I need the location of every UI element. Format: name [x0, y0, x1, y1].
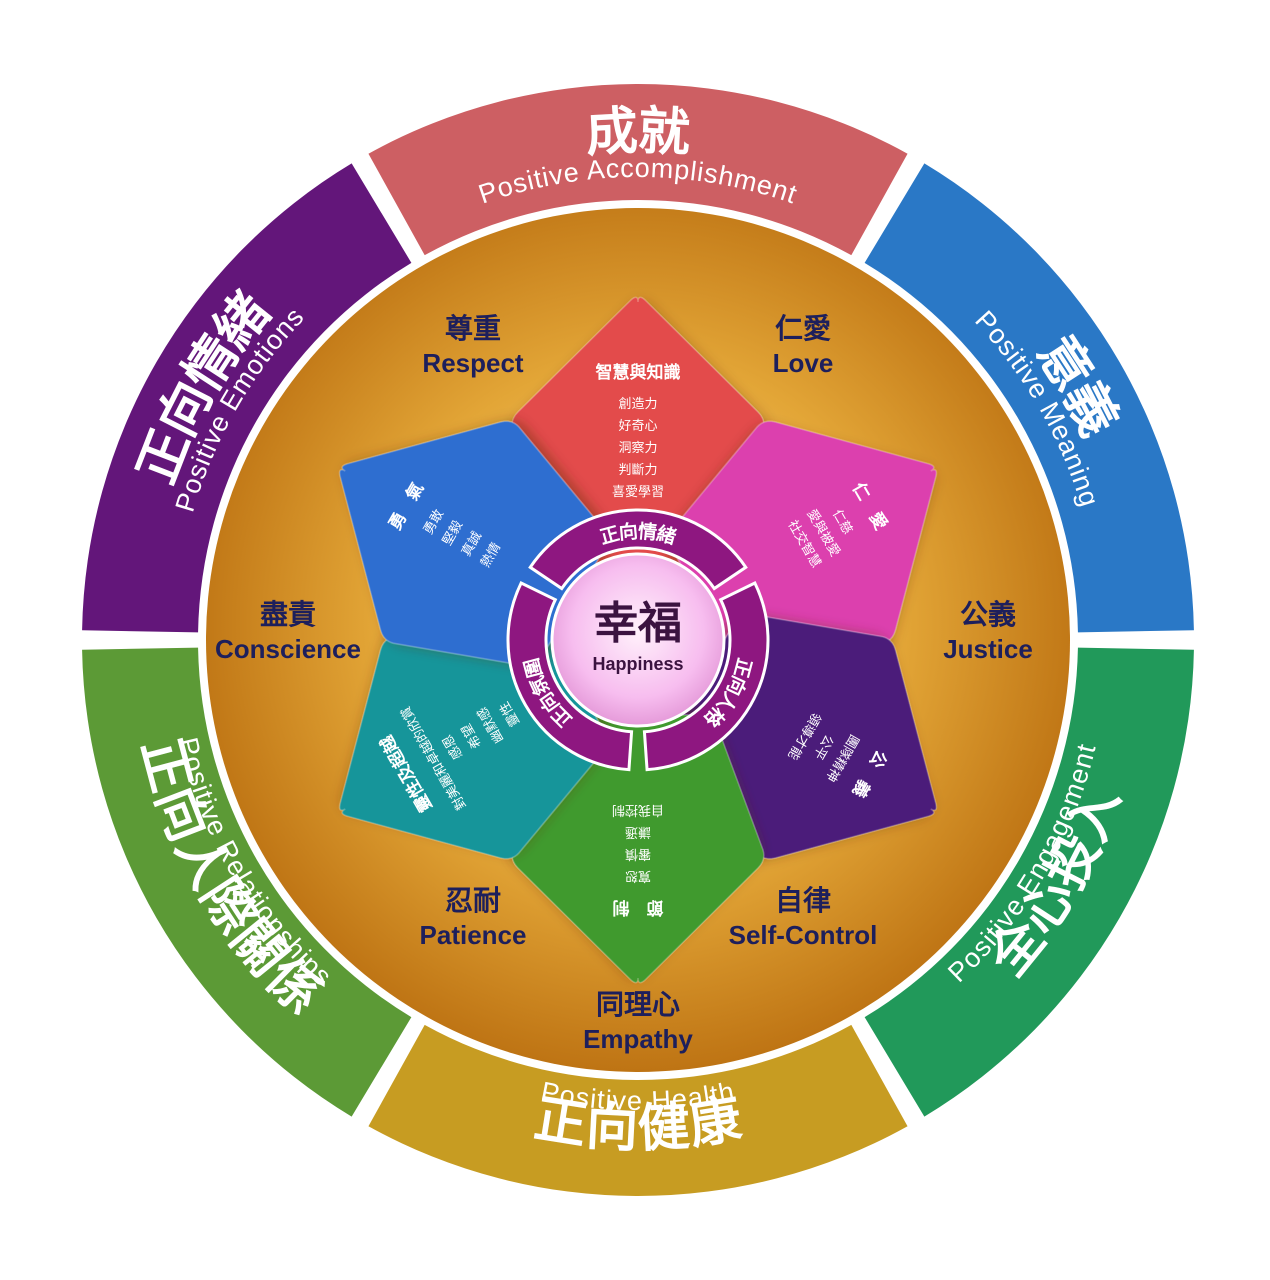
- petal-item: 自我控制: [612, 802, 664, 817]
- value-cn: 尊重: [445, 312, 501, 345]
- value-en: Respect: [422, 348, 523, 378]
- petal-item: 寬恕: [625, 868, 651, 884]
- value-en: Conscience: [215, 634, 361, 664]
- value-en: Empathy: [583, 1024, 693, 1054]
- petal-item: 審慎: [625, 846, 651, 861]
- hub-segment-1: [642, 581, 770, 772]
- ring-segment-2: [864, 647, 1194, 1117]
- hub-center: [550, 552, 726, 728]
- value-cn: 盡責: [260, 598, 316, 631]
- center-subtitle: Happiness: [592, 654, 683, 674]
- value-en: Love: [773, 348, 834, 378]
- petal-item: 謙遜: [625, 824, 651, 839]
- petal-item: 喜愛學習: [612, 485, 664, 500]
- value-cn: 仁愛: [775, 312, 831, 345]
- petal-title: 智慧與知識: [596, 362, 681, 383]
- petal-item: 創造力: [618, 397, 657, 412]
- ring-segment-5: [82, 163, 412, 633]
- center-title: 幸福: [594, 598, 682, 649]
- value-cn: 自律: [775, 884, 831, 917]
- value-cn: 公義: [960, 598, 1016, 631]
- ring-segment-0: [368, 83, 908, 256]
- hub-segment-2: [506, 581, 634, 772]
- petal-item: 洞察力: [618, 441, 657, 456]
- ring-segment-1: [864, 163, 1194, 633]
- hub-segment-0: [528, 508, 748, 591]
- petal-item: 判斷力: [618, 463, 657, 478]
- value-en: Justice: [943, 634, 1033, 664]
- petal-title: 節 制: [613, 897, 665, 918]
- value-cn: 同理心: [596, 988, 680, 1021]
- petal-item: 好奇心: [618, 418, 657, 434]
- ring-segment-4: [82, 647, 412, 1117]
- value-en: Patience: [420, 920, 527, 950]
- value-en: Self-Control: [729, 920, 878, 950]
- value-cn: 忍耐: [445, 884, 501, 917]
- ring-segment-3: [368, 1024, 908, 1196]
